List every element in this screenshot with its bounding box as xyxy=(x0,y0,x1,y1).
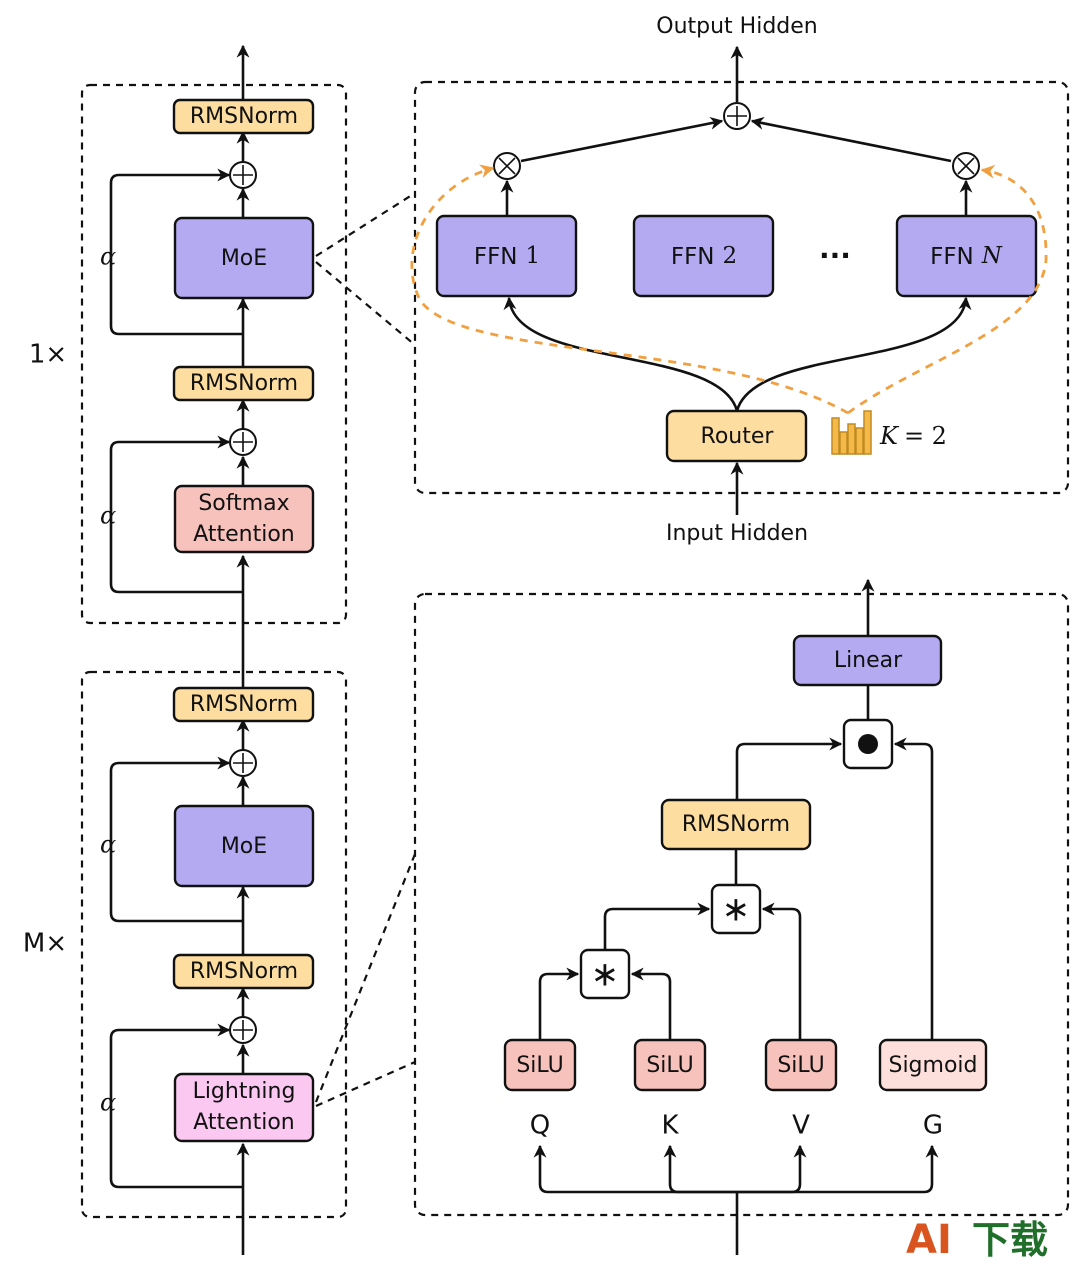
repeat-count-label: M× xyxy=(23,929,67,959)
silu-k-box xyxy=(633,1038,707,1092)
g-label: G xyxy=(923,1111,943,1141)
moe-box xyxy=(173,804,315,888)
silu-k-label: SiLU xyxy=(646,1053,693,1078)
star-op-node xyxy=(579,948,631,1000)
bottom-block-frame xyxy=(80,670,348,1219)
silu-q-label: SiLU xyxy=(516,1053,563,1078)
q-label: Q xyxy=(530,1111,550,1141)
sigmoid-box xyxy=(878,1038,988,1092)
rmsnorm-label: RMSNorm xyxy=(190,104,298,129)
linear-label: Linear xyxy=(834,648,903,673)
router-box xyxy=(665,409,808,463)
star-op-icon: ∗ xyxy=(722,890,751,930)
watermark-cn: 下载 xyxy=(972,1218,1048,1262)
lightning-attention-label-line1: Lightning xyxy=(193,1079,296,1104)
topk-label: K= 2 xyxy=(879,422,947,450)
softmax-attention-box xyxy=(173,484,315,554)
softmax-attention-label-line1: Softmax xyxy=(198,491,289,516)
rmsnorm-label: RMSNorm xyxy=(190,959,298,984)
k-label: K xyxy=(661,1111,679,1141)
softmax-attention-label-line2: Attention xyxy=(193,522,295,547)
rmsnorm-box xyxy=(172,98,315,135)
output-hidden-label: Output Hidden xyxy=(656,14,817,39)
zoom-line-moe-top xyxy=(315,192,416,257)
watermark-logo: AI 下载 xyxy=(906,1217,1048,1263)
top-block-frame xyxy=(80,83,348,625)
residual-alpha-label: α xyxy=(100,831,116,859)
lightning-detail: Linear RMSNorm ∗ ∗ SiLU SiLU SiLU Sigmoi… xyxy=(503,578,988,1255)
zoom-line-moe-bottom xyxy=(315,261,416,346)
rmsnorm-box xyxy=(172,953,315,990)
top-block: α α Softmax Attention RMSNorm MoE RMSNor… xyxy=(29,44,315,624)
experts-ellipsis: ··· xyxy=(819,239,851,272)
ffn-n-box xyxy=(895,214,1038,298)
moe-box xyxy=(173,216,315,300)
input-hidden-label: Input Hidden xyxy=(666,521,808,546)
silu-v-label: SiLU xyxy=(777,1053,824,1078)
moe-label: MoE xyxy=(221,246,267,271)
residual-alpha-label: α xyxy=(100,1089,116,1117)
rmsnorm-box xyxy=(172,365,315,402)
silu-q-box xyxy=(503,1038,577,1092)
moe-detail-panel xyxy=(413,80,1070,495)
silu-v-box xyxy=(764,1038,838,1092)
star-op-icon: ∗ xyxy=(591,955,620,995)
sigmoid-label: Sigmoid xyxy=(888,1053,977,1078)
rmsnorm-label: RMSNorm xyxy=(190,692,298,717)
zoom-line-lightning-top xyxy=(314,853,417,1103)
ffn-1-box xyxy=(435,214,578,298)
zoom-line-lightning-bottom xyxy=(315,1060,416,1108)
rmsnorm-label: RMSNorm xyxy=(682,812,790,837)
residual-alpha-label: α xyxy=(100,502,116,530)
rmsnorm-label: RMSNorm xyxy=(190,371,298,396)
repeat-count-label: 1× xyxy=(29,340,67,370)
star-op-node xyxy=(710,883,762,935)
dot-op-icon xyxy=(858,734,878,754)
residual-alpha-label: α xyxy=(100,243,116,271)
lightning-attention-box xyxy=(173,1072,315,1143)
moe-label: MoE xyxy=(221,834,267,859)
lightning-attention-label-line2: Attention xyxy=(193,1110,295,1135)
lightning-detail-panel xyxy=(413,592,1070,1217)
topk-histogram-icon xyxy=(831,410,872,455)
bottom-block: α α Lightning Attention RMSNorm MoE RMSN… xyxy=(23,624,315,1255)
rmsnorm-box xyxy=(172,686,315,723)
router-label: Router xyxy=(701,424,775,449)
watermark-ai: AI xyxy=(906,1217,952,1263)
ffn-2-box xyxy=(632,214,775,298)
v-label: V xyxy=(792,1111,810,1141)
